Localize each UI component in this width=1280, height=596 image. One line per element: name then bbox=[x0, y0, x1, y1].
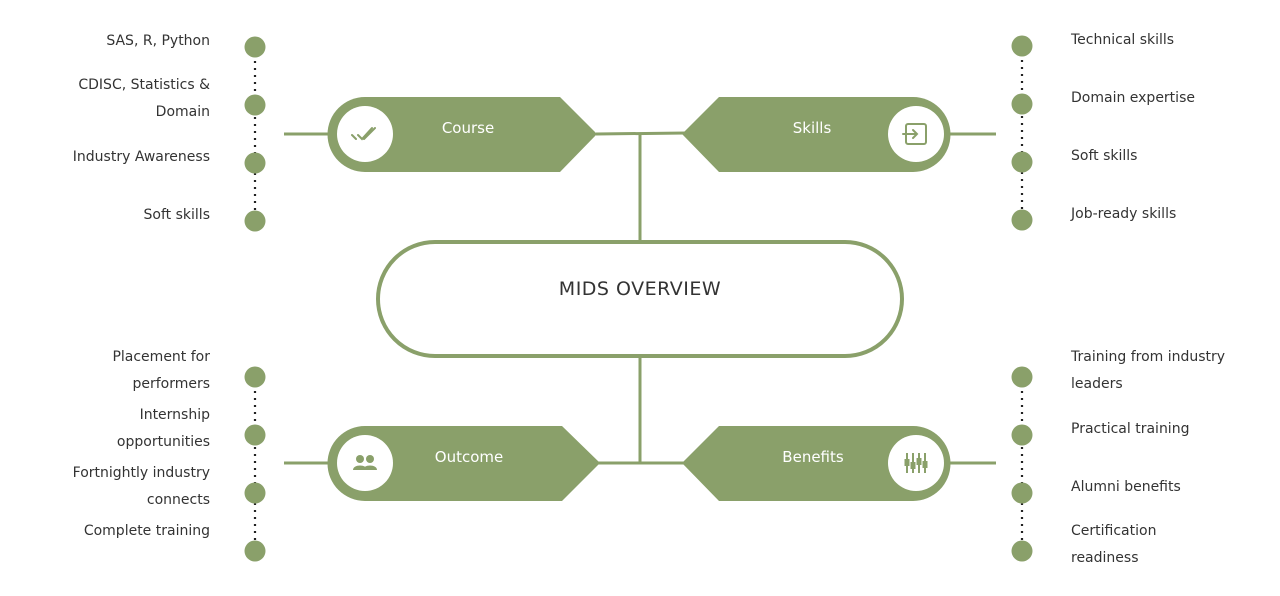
skills-dot bbox=[1011, 35, 1033, 57]
course-label: Course bbox=[441, 119, 495, 137]
course-item: Soft skills bbox=[143, 207, 210, 223]
skills-item: Job-ready skills bbox=[1071, 206, 1177, 222]
skills-item: Domain expertise bbox=[1071, 90, 1195, 106]
course-dot bbox=[244, 36, 266, 58]
skills-item: Technical skills bbox=[1071, 32, 1175, 48]
outcome-node bbox=[327, 426, 600, 501]
skills-dot bbox=[1011, 209, 1033, 231]
course-item: SAS, R, Python bbox=[106, 33, 210, 49]
outcome-item: Complete training bbox=[83, 523, 210, 539]
benefits-item: Alumni benefits bbox=[1071, 479, 1181, 495]
skills-dot bbox=[1011, 93, 1033, 115]
skills-dot bbox=[1011, 151, 1033, 173]
skills-node bbox=[682, 97, 951, 172]
benefits-label: Benefits bbox=[782, 448, 844, 466]
course-dot bbox=[244, 152, 266, 174]
benefits-node bbox=[682, 426, 951, 501]
course-item: CDISC, Statistics & Domain bbox=[78, 77, 210, 120]
course-dot bbox=[244, 210, 266, 232]
center-node bbox=[376, 240, 904, 358]
double-check-icon bbox=[337, 106, 393, 162]
overview-title: MIDS OVERVIEW bbox=[558, 278, 722, 300]
benefits-dot bbox=[1011, 540, 1033, 562]
skills-item: Soft skills bbox=[1071, 148, 1138, 164]
equalizer-icon bbox=[888, 435, 944, 491]
outcome-item: Fortnightly industry connects bbox=[72, 465, 210, 508]
outcome-dot bbox=[244, 540, 266, 562]
outcome-item: Internship opportunities bbox=[116, 407, 210, 450]
outcome-dot bbox=[244, 424, 266, 446]
login-box-icon bbox=[888, 106, 944, 162]
course-dot bbox=[244, 94, 266, 116]
outcome-item: Placement for performers bbox=[112, 349, 210, 392]
benefits-dot bbox=[1011, 424, 1033, 446]
benefits-dot bbox=[1011, 482, 1033, 504]
benefits-dot bbox=[1011, 366, 1033, 388]
outcome-label: Outcome bbox=[434, 448, 504, 466]
benefits-item: Practical training bbox=[1071, 421, 1190, 437]
connector-top bbox=[595, 131, 687, 136]
outcome-dot bbox=[244, 482, 266, 504]
course-node bbox=[327, 97, 597, 172]
benefits-item: Certification readiness bbox=[1071, 523, 1157, 566]
course-item: Industry Awareness bbox=[72, 149, 210, 165]
benefits-item: Training from industry leaders bbox=[1071, 349, 1226, 392]
outcome-dot bbox=[244, 366, 266, 388]
skills-label: Skills bbox=[792, 119, 832, 137]
people-icon bbox=[337, 435, 393, 491]
